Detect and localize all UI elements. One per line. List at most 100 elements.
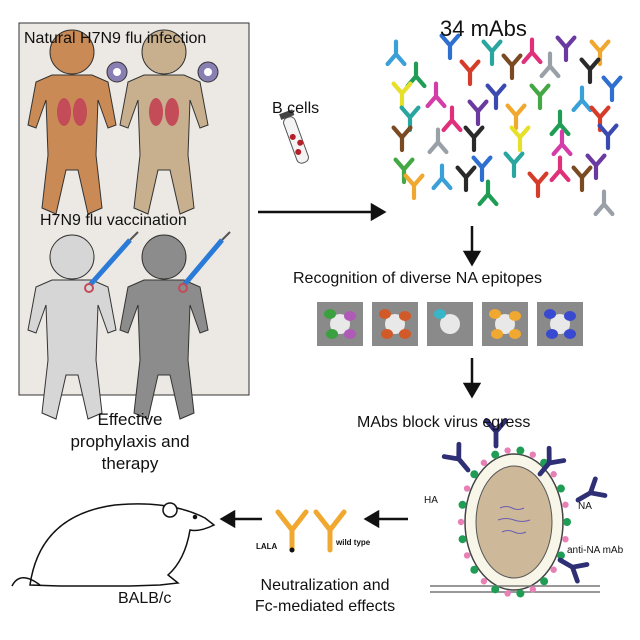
antibody-icon <box>388 42 405 64</box>
ha-spike <box>491 585 500 594</box>
antibody-icon <box>558 38 575 60</box>
na-spike <box>457 518 465 526</box>
anti-na-antibody <box>444 444 475 476</box>
effective-line-1: Effective <box>97 410 163 429</box>
antibody-icon <box>428 84 445 106</box>
vaccination-title: H7N9 flu vaccination <box>40 212 187 229</box>
antibody-icon <box>552 158 569 180</box>
epitope-blob <box>509 329 521 339</box>
ha-spike <box>470 470 479 479</box>
epitope-blob <box>509 311 521 321</box>
antibody-icon <box>484 42 501 64</box>
na-spike <box>480 578 488 585</box>
virus-icon <box>197 61 219 83</box>
antibody-icon <box>542 54 559 76</box>
ha-spike <box>458 500 467 509</box>
mouse-icon <box>11 502 216 587</box>
virus-icon <box>106 61 128 83</box>
wild-type-antibody <box>313 509 347 553</box>
infection-title: Natural H7N9 flu infection <box>24 30 207 47</box>
neutralization-line-2: Fc-mediated effects <box>254 598 396 615</box>
syringe-icon <box>84 231 139 293</box>
epitope-core <box>550 314 570 334</box>
na-spike <box>562 501 569 508</box>
neutralization-line-1: Neutralization and <box>260 577 390 594</box>
ha-spike <box>470 565 479 574</box>
epitope-blob <box>344 311 356 321</box>
na-spike <box>529 451 536 458</box>
antibody-icon <box>394 84 411 106</box>
antibody-icon <box>530 174 547 196</box>
na-label: NA <box>578 501 592 512</box>
epitope-blob <box>564 329 576 339</box>
epitope-blob <box>379 309 391 319</box>
antibody-icon <box>508 106 525 128</box>
epitope-core <box>385 314 405 334</box>
b-cells-label: B cells <box>272 100 320 117</box>
antibody-icon <box>512 128 529 150</box>
epitope-core <box>330 314 350 334</box>
antibody-icon <box>470 102 487 124</box>
antibody-icon <box>462 62 479 84</box>
epitope-blob <box>399 329 411 339</box>
antibody-icon <box>574 168 591 190</box>
mabs-title: 34 mAbs <box>440 16 527 41</box>
ha-spike <box>491 450 500 459</box>
epitope-blob <box>544 309 556 319</box>
ha-label: HA <box>424 495 438 506</box>
lala-antibody <box>275 509 309 553</box>
effective-line-3: therapy <box>101 454 159 473</box>
antibody-icon <box>600 126 617 148</box>
epitope-blob <box>491 329 503 339</box>
b-cell-tube-icon <box>279 109 309 164</box>
na-spike <box>504 590 511 597</box>
epitope-blob <box>381 329 393 339</box>
wild-type-label: wild type <box>336 538 371 547</box>
ha-spike <box>563 518 571 526</box>
na-spike <box>463 485 471 492</box>
virion <box>430 453 600 593</box>
antibody-icon <box>604 78 621 100</box>
antibody-cloud <box>388 36 621 214</box>
arrow-icon <box>219 202 482 529</box>
na-spike <box>550 566 557 573</box>
epitope-blob <box>546 329 558 339</box>
epitope-images <box>317 302 583 346</box>
antibody-icon <box>394 128 411 150</box>
na-spike <box>529 586 536 593</box>
na-spike <box>480 459 488 466</box>
block-title: MAbs block virus egress <box>357 414 531 431</box>
antibody-icon <box>406 176 423 198</box>
epitope-blob <box>434 309 446 319</box>
ha-spike <box>458 535 467 544</box>
antibody-icon <box>480 182 497 204</box>
epitope-blob <box>564 311 576 321</box>
epitope-core <box>440 314 460 334</box>
infected-patient-beige <box>119 29 209 215</box>
ha-spike <box>556 551 565 560</box>
anti-na-label: anti-NA mAb <box>567 545 624 556</box>
antibody-icon <box>524 40 541 62</box>
antibody-icon <box>596 192 613 214</box>
antibody-icon <box>552 112 569 134</box>
antibody-icon <box>582 60 599 82</box>
recognition-title: Recognition of diverse NA epitopes <box>293 270 543 287</box>
syringe-icon <box>178 231 231 293</box>
antibody-icon <box>506 154 523 176</box>
antibody-icon <box>466 128 483 150</box>
lala-label: LALA <box>256 542 278 551</box>
antibody-icon <box>532 86 549 108</box>
ha-spike <box>556 484 565 493</box>
effective-line-2: prophylaxis and <box>70 432 190 451</box>
epitope-blob <box>489 309 501 319</box>
antibody-icon <box>574 88 591 110</box>
na-spike <box>550 471 557 478</box>
antibody-icon <box>434 166 451 188</box>
epitope-blob <box>326 329 338 339</box>
antibody-icon <box>458 168 475 190</box>
antibody-icon <box>504 56 521 78</box>
na-spike <box>562 536 569 543</box>
ha-spike <box>516 589 525 598</box>
na-spike <box>504 447 511 454</box>
